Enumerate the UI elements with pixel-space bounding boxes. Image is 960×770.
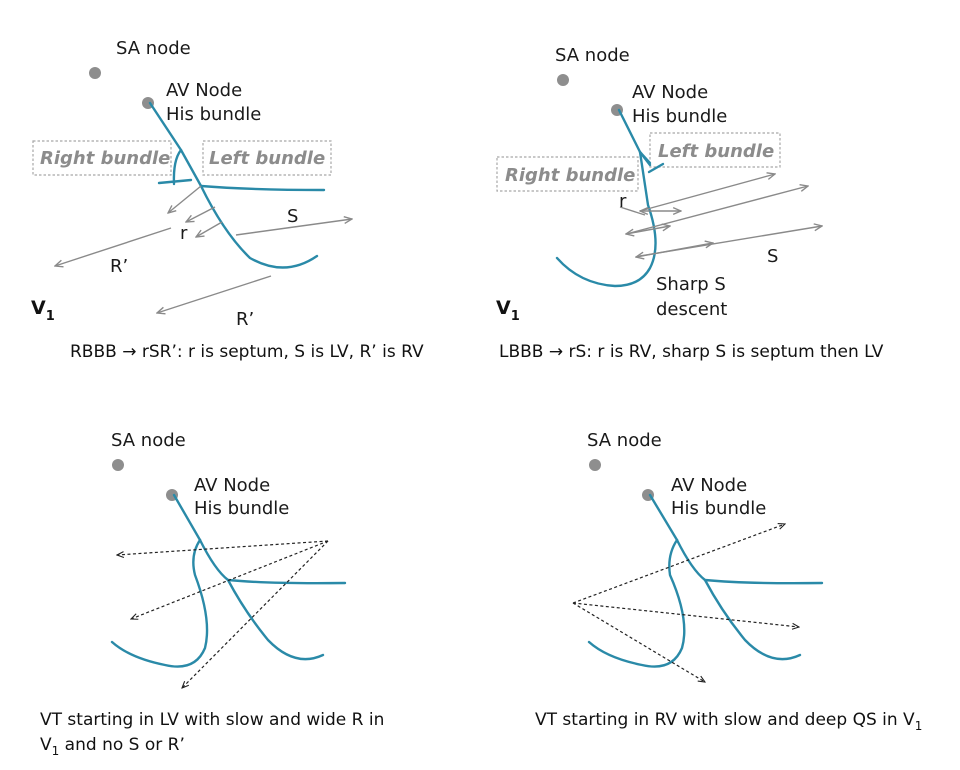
vector-septal-r bbox=[168, 185, 202, 213]
sa-node-label: SA node bbox=[116, 38, 191, 59]
caption-rbbb: RBBB → rSR’: r is septum, S is LV, R’ is… bbox=[70, 342, 424, 362]
vt-vector-3 bbox=[182, 540, 329, 688]
panel-lbbb: SA node AV Node His bundle Left bundle R… bbox=[496, 45, 884, 362]
av-node-label: AV Node bbox=[194, 475, 270, 496]
caption-vt-lv-line2: V1 and no S or R’ bbox=[40, 735, 185, 758]
panel-vt-rv: SA node AV Node His bundle VT starting i… bbox=[535, 430, 922, 733]
sa-node-dot bbox=[112, 459, 124, 471]
vector-r-prime-upper bbox=[55, 227, 172, 266]
vector-lv-4 bbox=[639, 226, 822, 257]
right-bundle-label: Right bundle bbox=[505, 165, 635, 186]
left-bundle-label: Left bundle bbox=[209, 148, 325, 169]
sa-node-label: SA node bbox=[555, 45, 630, 66]
vector-septal-r-2 bbox=[186, 206, 216, 222]
his-bundle-label: His bundle bbox=[632, 106, 727, 127]
lv-wall-fiber bbox=[703, 578, 802, 661]
his-bundle-fiber bbox=[172, 493, 202, 542]
lead-v1-label: V1 bbox=[496, 297, 520, 324]
lv-wall-fiber bbox=[199, 184, 319, 269]
sa-node-dot bbox=[89, 67, 101, 79]
left-bundle-fiber bbox=[675, 538, 824, 585]
vt-vector-2 bbox=[572, 602, 799, 627]
left-bundle-label: Left bundle bbox=[658, 141, 774, 162]
vector-label-r: r bbox=[180, 223, 188, 244]
panel-vt-lv: SA node AV Node His bundle VT starting i… bbox=[40, 430, 384, 758]
right-bundle-label: Right bundle bbox=[40, 148, 170, 169]
vt-vector-2 bbox=[131, 540, 329, 619]
vt-vector-1 bbox=[572, 524, 785, 604]
left-bundle-fiber bbox=[199, 184, 326, 192]
av-node-label: AV Node bbox=[166, 80, 242, 101]
his-bundle-label: His bundle bbox=[166, 104, 261, 125]
right-bundle-fiber-blocked bbox=[172, 148, 183, 186]
sa-node-dot bbox=[589, 459, 601, 471]
sa-node-label: SA node bbox=[587, 430, 662, 451]
vt-vector-1 bbox=[117, 540, 329, 555]
his-bundle-label: His bundle bbox=[194, 498, 289, 519]
vector-label-s: S bbox=[287, 206, 298, 227]
block-mark bbox=[647, 162, 665, 174]
left-bundle-fiber-blocked bbox=[638, 150, 652, 165]
vector-septal-r-3 bbox=[196, 221, 223, 237]
right-bundle-fiber bbox=[587, 538, 686, 668]
vt-vector-3 bbox=[572, 602, 705, 682]
his-bundle-label: His bundle bbox=[671, 498, 766, 519]
caption-vt-lv-line1: VT starting in LV with slow and wide R i… bbox=[40, 710, 384, 730]
descent-label: descent bbox=[656, 299, 727, 320]
av-node-label: AV Node bbox=[632, 82, 708, 103]
sa-node-label: SA node bbox=[111, 430, 186, 451]
av-node-label: AV Node bbox=[671, 475, 747, 496]
caption-vt-rv: VT starting in RV with slow and deep QS … bbox=[535, 710, 922, 733]
left-bundle-fiber bbox=[198, 538, 347, 585]
right-bundle-box bbox=[496, 156, 639, 192]
vector-label-r-prime-2: R’ bbox=[236, 309, 254, 330]
lv-wall-fiber bbox=[226, 578, 325, 661]
right-bundle-fiber bbox=[555, 150, 657, 288]
vector-r-prime-lower bbox=[157, 275, 272, 313]
sharp-s-label: Sharp S bbox=[656, 274, 726, 295]
his-bundle-fiber bbox=[648, 493, 679, 542]
sa-node-dot bbox=[557, 74, 569, 86]
left-bundle-box bbox=[649, 132, 781, 168]
vector-label-r: r bbox=[619, 191, 627, 212]
vector-lv-2 bbox=[629, 186, 808, 234]
caption-lbbb: LBBB → rS: r is RV, sharp S is septum th… bbox=[499, 342, 884, 362]
left-bundle-box bbox=[202, 140, 332, 176]
right-bundle-fiber bbox=[110, 538, 209, 668]
vector-septal-2 bbox=[639, 174, 775, 212]
vector-s bbox=[235, 219, 352, 236]
right-bundle-box bbox=[32, 140, 172, 176]
vector-label-s: S bbox=[767, 246, 778, 267]
panel-rbbb: SA node AV Node His bundle Right bundle … bbox=[31, 38, 424, 362]
vector-label-r-prime-1: R’ bbox=[110, 256, 128, 277]
lead-v1-label: V1 bbox=[31, 297, 55, 324]
block-mark bbox=[157, 178, 193, 185]
